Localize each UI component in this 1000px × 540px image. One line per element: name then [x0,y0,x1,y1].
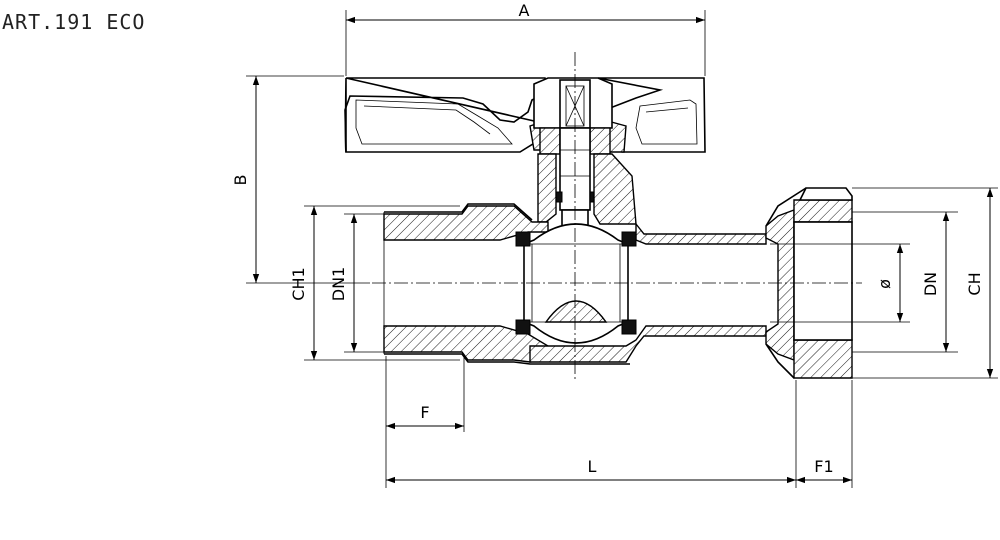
dimension-f: F [385,356,465,488]
dimension-ch1: CH1 [289,205,460,361]
dimension-label-f1: F1 [814,457,833,476]
union-nut [765,187,853,379]
dimension-l: L [386,380,797,488]
dimension-dn: DN [852,211,958,353]
dimension-label-dn: DN [921,272,940,296]
dimension-label-phi: ø [875,279,894,289]
drawing-title: ART.191 ECO [2,10,146,34]
dimension-label-f: F [420,403,429,422]
dimension-a: A [345,1,706,76]
dimension-dn1: DN1 [329,213,384,353]
dimension-ch: CH [852,187,998,379]
dimension-phi: ø [770,243,910,323]
dimension-label-a: A [519,1,530,20]
dimension-label-dn1: DN1 [329,267,348,301]
dimension-label-ch1: CH1 [289,267,308,300]
ball-and-seats [515,223,637,344]
dimension-label-l: L [588,457,597,476]
stem-assembly [533,77,613,241]
dimension-b: B [231,75,370,284]
dimension-f1: F1 [796,380,853,488]
dimension-label-b: B [231,175,250,186]
butterfly-handle [344,77,706,153]
dimension-label-ch: CH [965,272,984,295]
